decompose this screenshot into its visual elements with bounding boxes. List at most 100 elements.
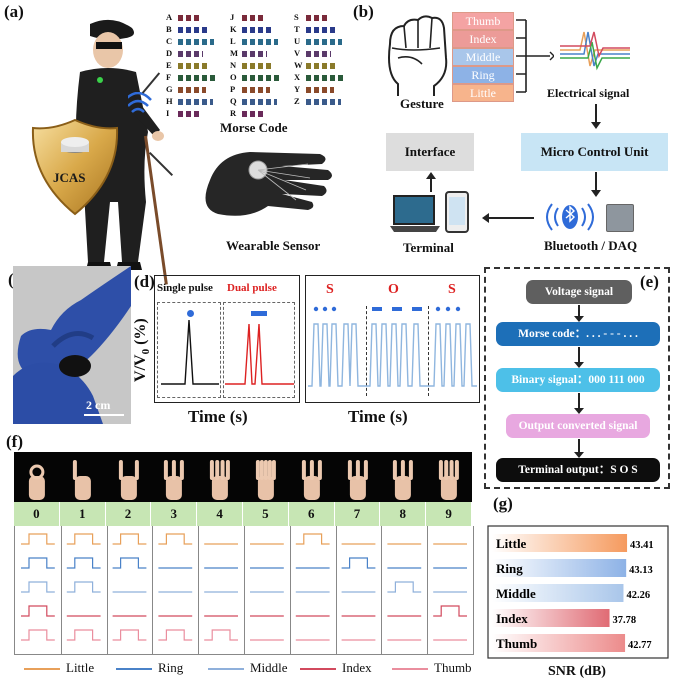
dot-marker	[313, 306, 319, 312]
morse-pattern	[178, 27, 207, 33]
bluetooth-daq-label: Bluetooth / DAQ	[544, 238, 638, 253]
morse-letter: Y	[294, 84, 301, 94]
column-separator	[152, 526, 154, 654]
snr-bar-ring	[492, 559, 627, 577]
morse-pattern	[242, 39, 278, 45]
daq-chip-icon	[606, 204, 634, 232]
finger-bracket	[516, 19, 554, 93]
dash-marker	[392, 307, 402, 311]
dot-marker	[331, 306, 337, 312]
morse-letter: V	[294, 48, 301, 58]
morse-letter: I	[166, 108, 170, 118]
morse-pattern	[242, 27, 271, 33]
gesture-label: Gesture	[400, 96, 444, 111]
sos-waveform	[308, 323, 477, 387]
d-ylabel: V/V0 (%)	[131, 318, 152, 382]
arrowhead-left	[482, 213, 489, 223]
legend-label-index: Index	[342, 660, 372, 675]
dot-marker	[187, 310, 194, 317]
trace-little	[158, 533, 193, 545]
trace-middle	[66, 581, 101, 593]
shield-icon	[31, 118, 119, 216]
shield-text: JCAS	[53, 170, 86, 185]
morse-pattern	[306, 39, 342, 45]
morse-pattern	[178, 39, 214, 45]
dot-marker	[322, 306, 328, 312]
morse-pattern	[242, 111, 266, 117]
wireless-signal-icon	[128, 92, 152, 113]
scale-bar-label: 2 cm	[86, 398, 111, 412]
hand-gesture-8	[393, 460, 414, 500]
morse-letter: Z	[294, 96, 300, 106]
trace-little	[112, 533, 147, 545]
interface-box: Interface	[386, 133, 474, 171]
sos-divider-1	[366, 306, 367, 396]
morse-pattern	[306, 51, 331, 57]
finger-tag-little: Little	[452, 84, 514, 102]
sos-letter-o: O	[388, 282, 399, 297]
dash-marker	[251, 311, 267, 316]
d-xlabel-left: Time (s)	[188, 407, 248, 426]
hand-gesture-9	[439, 460, 460, 500]
morse-pattern	[242, 63, 274, 69]
morse-pattern	[178, 15, 200, 21]
panel-b-label: (b)	[353, 2, 374, 21]
snr-xlabel: SNR (dB)	[548, 664, 606, 679]
arrowhead-down-2	[591, 190, 601, 197]
snr-value-label: 43.13	[629, 565, 653, 576]
hand-gesture-3	[164, 460, 185, 500]
morse-pattern	[306, 75, 345, 81]
trace-ring	[66, 557, 101, 569]
flow-arrow	[578, 305, 580, 317]
morse-pattern	[306, 87, 334, 93]
flow-terminal-output: Terminal output：S O S	[496, 458, 660, 482]
snr-chart-frame	[487, 525, 669, 659]
arrow-up	[430, 174, 432, 192]
flow-arrowhead	[574, 362, 584, 368]
legend-label-thumb: Thumb	[434, 660, 472, 675]
trace-little	[295, 533, 330, 545]
snr-bar-middle	[492, 584, 624, 602]
column-separator	[60, 526, 62, 654]
digit-cell-2: 2	[105, 502, 152, 526]
morse-letter: G	[166, 84, 173, 94]
trace-ring	[112, 557, 147, 569]
flow-output-converted: Output converted signal	[506, 414, 650, 438]
panel-e-label: (e)	[640, 272, 659, 291]
hand-gesture-4	[210, 460, 231, 500]
snr-category-label: Thumb	[496, 636, 537, 651]
sos-divider-2	[428, 306, 429, 396]
snr-value-label: 42.77	[628, 640, 652, 651]
finger-tag-ring: Ring	[452, 66, 514, 84]
morse-letter: L	[230, 36, 236, 46]
morse-letter: U	[294, 36, 301, 46]
flow-binary-signal: Binary signal：000 111 000	[496, 368, 660, 392]
column-separator	[427, 526, 429, 654]
dash-marker	[412, 307, 422, 311]
flow-voltage-signal: Voltage signal	[526, 280, 632, 304]
electrical-signal-label: Electrical signal	[547, 86, 630, 100]
morse-letter: A	[166, 12, 173, 22]
digit-cell-9: 9	[426, 502, 472, 526]
snr-value-label: 37.78	[613, 615, 637, 626]
electrical-signal-waveform	[560, 31, 630, 71]
column-separator	[381, 526, 383, 654]
trace-middle	[387, 581, 422, 593]
flow-arrow	[578, 347, 580, 363]
single-pulse-dashed-box	[157, 302, 221, 398]
dash-marker	[372, 307, 382, 311]
flow-morse-code: Morse code：. . . - - - . . .	[496, 322, 660, 346]
column-separator	[198, 526, 200, 654]
panel-g-label: (g)	[493, 494, 513, 513]
morse-pattern	[242, 51, 267, 57]
digit-cell-3: 3	[151, 502, 198, 526]
finger-tag-index: Index	[452, 30, 514, 48]
trace-middle	[21, 581, 55, 593]
snr-value-label: 43.41	[630, 540, 654, 551]
digit-cell-1: 1	[59, 502, 106, 526]
morse-pattern	[306, 99, 341, 105]
finger-tag-middle: Middle	[452, 48, 514, 66]
trace-index	[433, 605, 467, 617]
